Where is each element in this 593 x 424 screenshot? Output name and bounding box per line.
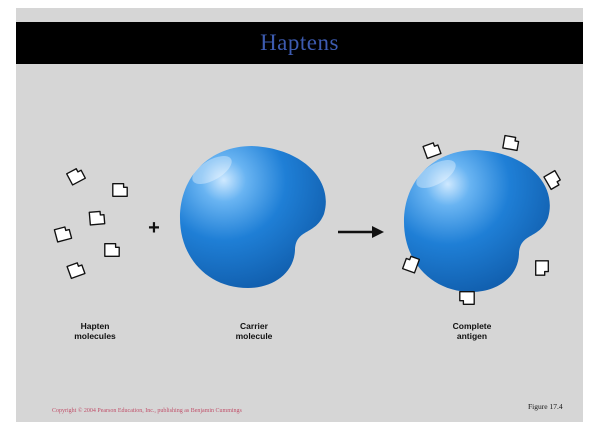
hapten-label-line-2: molecules (74, 331, 116, 341)
hapten-label-line-1: Hapten (80, 321, 110, 331)
carrier-molecule (180, 146, 326, 288)
page-title: Haptens (260, 30, 339, 55)
hapten-molecule-icon (112, 183, 128, 197)
hapten-molecule-icon (66, 260, 86, 280)
carrier-label-line-2: molecule (235, 331, 273, 341)
hapten-molecule-icon (88, 210, 106, 226)
hapten-molecule-icon (502, 134, 520, 152)
antigen-label-line-1: Complete (452, 321, 492, 331)
hapten-molecule-icon (53, 225, 73, 243)
carrier-molecule-label: Carrier molecule (199, 321, 309, 341)
hapten-molecule-icon (66, 166, 86, 186)
figure-number: Figure 17.4 (528, 402, 563, 411)
hapten-molecule-icon (104, 243, 120, 257)
hapten-molecules-group (53, 166, 128, 280)
hapten-molecule-icon (543, 169, 563, 191)
copyright-notice: Copyright © 2004 Pearson Education, Inc.… (52, 408, 242, 414)
carrier-label-line-1: Carrier (240, 321, 268, 331)
complete-antigen (404, 150, 550, 292)
right-arrow-icon (338, 226, 384, 238)
complete-antigen-label: Complete antigen (417, 321, 527, 341)
title-bar: Haptens (16, 22, 583, 64)
top-rule-2 (16, 17, 583, 19)
antigen-label-line-2: antigen (456, 331, 488, 341)
top-rule (16, 12, 583, 14)
hapten-molecule-icon (401, 254, 421, 274)
hapten-molecule-icon (422, 140, 442, 160)
plus-icon: + (148, 217, 160, 239)
hapten-molecule-icon (535, 260, 549, 276)
hapten-molecule-icon (459, 291, 475, 305)
hapten-molecules-label: Hapten molecules (40, 321, 150, 341)
